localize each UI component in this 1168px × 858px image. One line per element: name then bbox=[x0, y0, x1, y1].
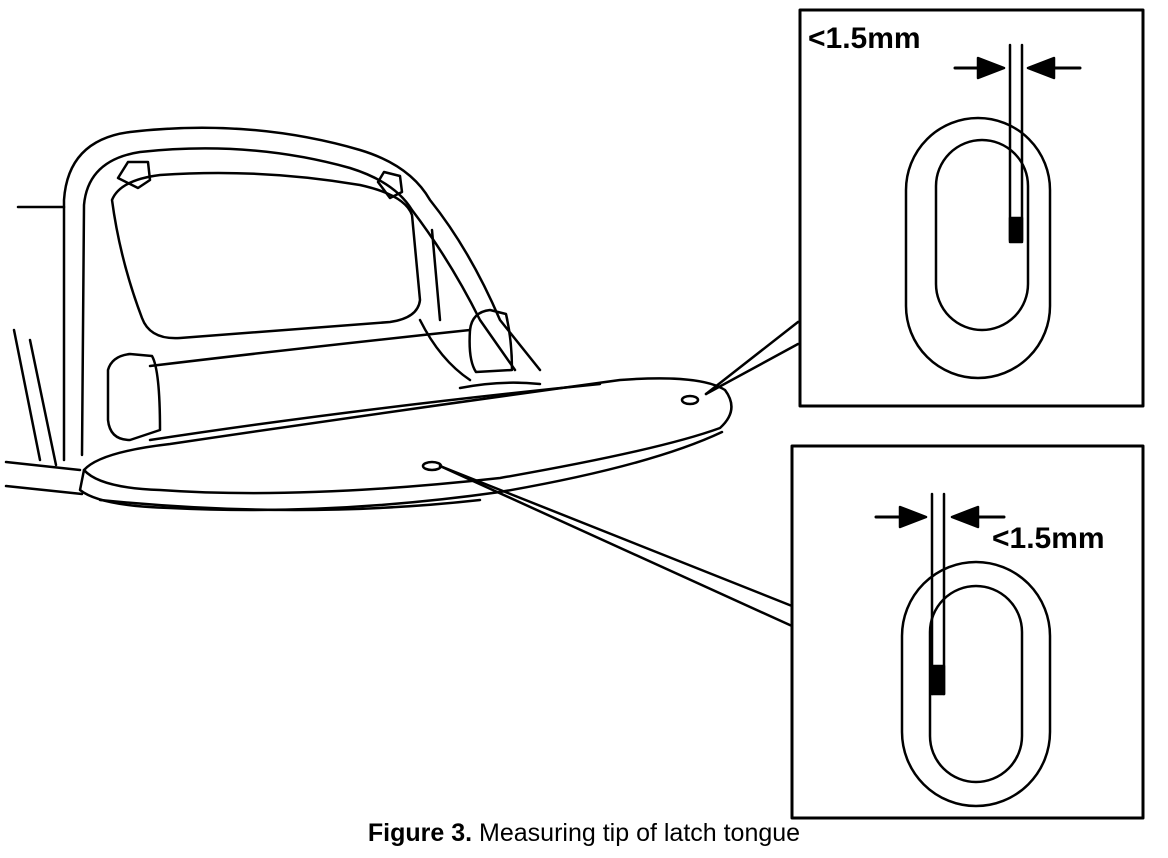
figure-number: Figure 3. bbox=[367, 819, 473, 847]
latch-loop-inner-bottom bbox=[928, 584, 1024, 784]
car-rear-illustration bbox=[4, 126, 733, 512]
tonneau-top bbox=[82, 377, 733, 495]
latch-tongue-top bbox=[1008, 43, 1024, 242]
leader-lines bbox=[438, 320, 800, 628]
latch-tongue-bottom bbox=[930, 492, 946, 696]
arrowhead-left-bottom bbox=[898, 505, 928, 529]
leader-bottom-2 bbox=[438, 464, 794, 628]
roll-bar-inner bbox=[80, 147, 517, 457]
measurement-label-top: <1.5mm bbox=[808, 22, 921, 55]
seat-right bbox=[468, 308, 514, 374]
figure-caption: Figure 3. Measuring tip of latch tongue bbox=[0, 818, 1168, 848]
body-side-left-2 bbox=[28, 338, 58, 467]
body-sill-1 bbox=[4, 460, 82, 472]
caption-text: Measuring tip of latch tongue bbox=[479, 819, 801, 847]
latch-point-center bbox=[421, 460, 443, 472]
leader-top-1 bbox=[704, 320, 800, 396]
rear-deck-line bbox=[458, 381, 542, 390]
rear-window bbox=[110, 171, 422, 340]
leader-bottom-1 bbox=[438, 464, 794, 608]
body-sill-2 bbox=[4, 484, 84, 496]
latch-loop-outer-bottom bbox=[900, 560, 1052, 808]
leader-top-2 bbox=[704, 342, 800, 396]
cabin-line-1 bbox=[148, 328, 472, 368]
detail-box-top bbox=[798, 8, 1145, 408]
roll-bar-outer bbox=[62, 126, 542, 462]
seat-left bbox=[106, 352, 162, 442]
tonneau-edge-2 bbox=[98, 498, 482, 512]
latch-point-right bbox=[680, 394, 700, 406]
tongue-tip-top bbox=[1008, 216, 1024, 244]
measurement-label-bottom: <1.5mm bbox=[992, 522, 1105, 555]
tonneau-edge bbox=[78, 430, 724, 512]
arrowhead-right-bottom bbox=[950, 505, 980, 529]
body-side-left bbox=[12, 328, 42, 462]
detail-top-frame bbox=[798, 8, 1145, 408]
cabin-line-3 bbox=[418, 318, 472, 382]
latch-loop-inner-top bbox=[934, 138, 1030, 332]
detail-bottom-frame bbox=[790, 444, 1145, 820]
tongue-tip-bottom bbox=[930, 664, 946, 696]
tonneau-inner bbox=[148, 382, 602, 442]
window-latch-left bbox=[116, 160, 152, 190]
arrowhead-right-top bbox=[1026, 56, 1056, 80]
window-latch-right bbox=[376, 170, 404, 200]
latch-loop-outer-top bbox=[904, 116, 1052, 380]
arrowhead-left-top bbox=[976, 56, 1006, 80]
detail-box-bottom bbox=[790, 444, 1145, 820]
cabin-line-2 bbox=[430, 228, 442, 322]
